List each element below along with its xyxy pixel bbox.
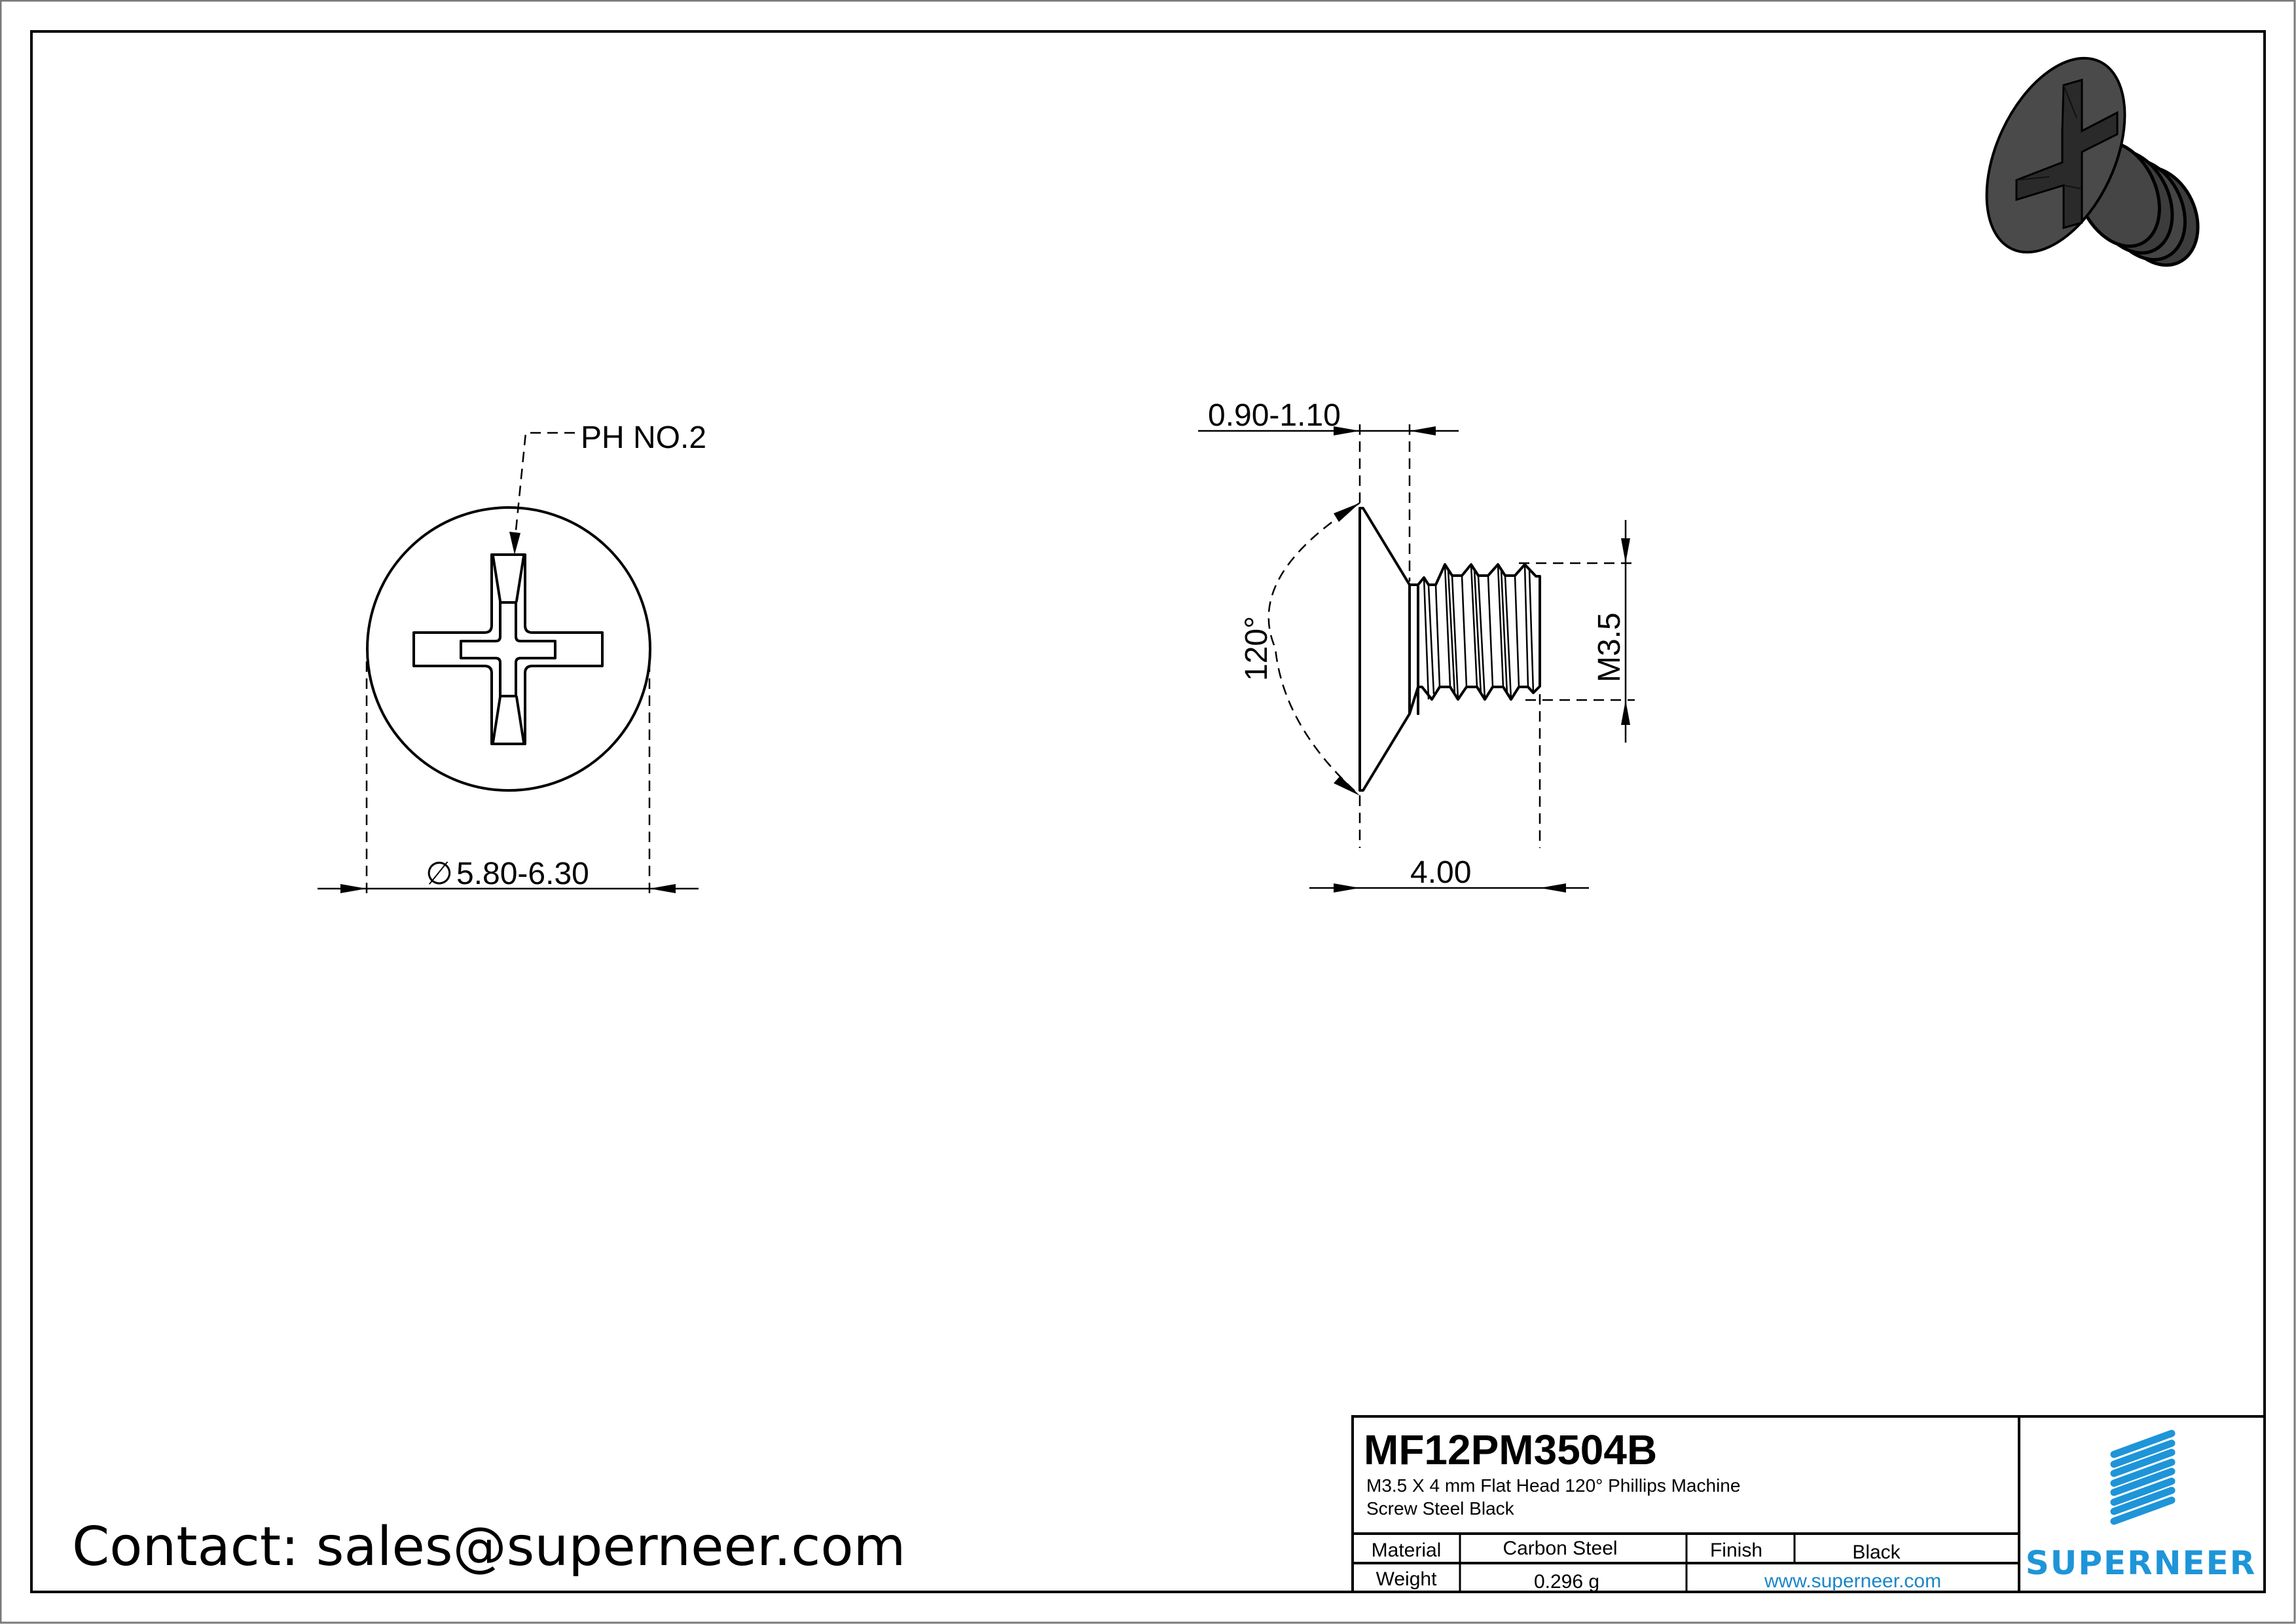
- contact-email[interactable]: Contact: sales@superneer.com: [72, 1516, 905, 1578]
- front-view: PH NO.2 ∅ 5.80-6.30: [318, 420, 706, 898]
- dim-arrow-icon: [1540, 883, 1566, 893]
- side-view: 0.90-1.10 120° M3.5 4.00: [1198, 398, 1635, 893]
- angle-arrow-bottom-icon: [1334, 776, 1360, 796]
- phillips-inner-cross: [460, 601, 556, 697]
- material-value: Carbon Steel: [1503, 1538, 1617, 1559]
- diameter-value: 5.80-6.30: [456, 857, 589, 891]
- recess-leader-line: [513, 432, 575, 544]
- dim-arrow-icon: [1621, 700, 1630, 725]
- finish-value: Black: [1852, 1541, 1901, 1563]
- length-extension-lines: [1358, 694, 1541, 848]
- head-angle-value: 120°: [1239, 616, 1274, 681]
- thread-extension-lines: [1519, 562, 1635, 701]
- title-block: MF12PM3504B M3.5 X 4 mm Flat Head 120° P…: [1351, 1415, 2266, 1593]
- diameter-extension-lines: [365, 661, 651, 898]
- screw-3d-render-icon: [1985, 56, 2200, 267]
- thread-helix-lines: [1423, 564, 1535, 700]
- head-outline-circle: [366, 506, 651, 792]
- recess-taper-lines: [492, 555, 525, 744]
- thread-size-value: M3.5: [1592, 612, 1627, 682]
- material-label: Material: [1372, 1540, 1442, 1561]
- diameter-symbol: ∅: [426, 857, 453, 891]
- part-number: MF12PM3504B: [1364, 1426, 1657, 1473]
- dim-arrow-right-icon: [649, 884, 676, 893]
- dim-arrow-icon: [1334, 883, 1360, 893]
- dim-arrow-icon: [1410, 426, 1436, 435]
- part-description-line2: Screw Steel Black: [1366, 1498, 1515, 1519]
- part-description-line1: M3.5 X 4 mm Flat Head 120° Phillips Mach…: [1366, 1475, 1740, 1496]
- recess-label: PH NO.2: [581, 420, 706, 455]
- weight-value: 0.296 g: [1534, 1571, 1599, 1593]
- dim-arrow-icon: [1334, 426, 1360, 435]
- leader-arrow-icon: [509, 532, 520, 555]
- dim-arrow-left-icon: [340, 884, 367, 893]
- logo-wordmark: SUPERNEER: [2026, 1544, 2257, 1582]
- drawing-frame: [30, 30, 2266, 1593]
- dim-arrow-icon: [1621, 538, 1630, 563]
- angle-arrow-top-icon: [1334, 503, 1360, 522]
- phillips-recess-icon: [412, 553, 604, 745]
- countersunk-head-outline: [1358, 507, 1411, 792]
- length-value: 4.00: [1410, 855, 1471, 890]
- finish-label: Finish: [1710, 1540, 1762, 1561]
- head-height-extension-lines: [1358, 424, 1411, 581]
- superneer-logo-icon: [2110, 1430, 2176, 1525]
- website-link[interactable]: www.superneer.com: [1764, 1570, 1941, 1592]
- weight-label: Weight: [1376, 1568, 1437, 1590]
- angle-arc: [1267, 502, 1360, 796]
- head-height-value: 0.90-1.10: [1208, 398, 1341, 433]
